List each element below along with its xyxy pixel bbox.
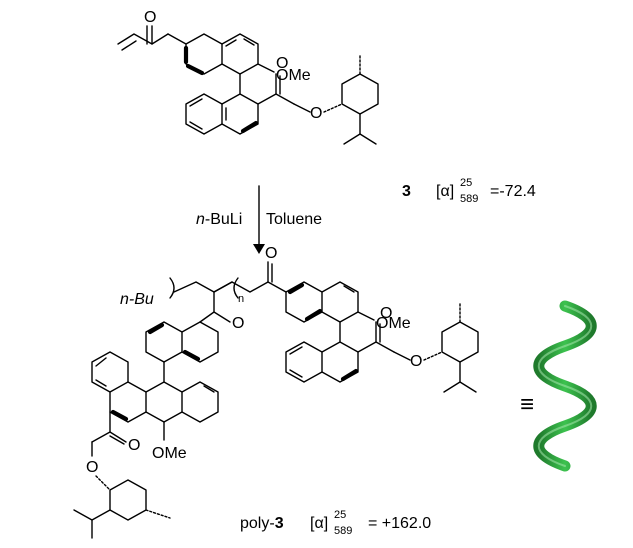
polymer-label: poly-3 [α] 25 589 = +162.0 [240,509,431,537]
ester-oxygen-label-right: O [380,305,392,322]
repeat-unit-subscript: n [238,293,244,305]
methoxy-label-polymer-right: OMe [376,315,411,332]
helix-graphic [533,300,597,472]
ester-bridge-oxygen-label: O [310,105,322,122]
equivalence-symbol: ≡ [520,391,534,418]
reagent-prefix: n [196,211,205,228]
ester-bridge-oxygen-left: O [86,459,98,476]
ester-oxygen-label-left: O [128,437,140,454]
carbonyl-oxygen-label: O [144,9,156,26]
monomer-rotation-wavelength: 589 [460,193,478,205]
polymer-name: poly-3 [240,515,284,532]
polymer-prefix: poly- [240,515,275,532]
reaction-arrow [253,185,265,254]
reaction-conditions: n-BuLi [196,211,242,228]
main-ketone-oxygen-label: O [265,245,277,262]
polymer-rotation-value: = +162.0 [368,515,431,532]
monomer-rotation-temperature: 25 [460,177,472,189]
monomer-rotation-value: =-72.4 [490,183,536,200]
polymer-number: 3 [275,515,284,532]
methoxy-label-polymer-left: OMe [152,445,187,462]
polymer-rotation-temperature: 25 [334,509,346,521]
polymer-rotation-wavelength: 589 [334,525,352,537]
monomer-optical-rotation: [α] 25 589 =-72.4 [436,177,536,205]
monomer-compound-number: 3 [402,183,411,200]
monomer-structure: O OMe O O [117,9,379,145]
polymer-structure: n-Bu n O O OMe O O [73,245,479,539]
ester-oxygen-label: O [276,55,288,72]
sidechain-oxygen-label: O [232,315,244,332]
polymer-end-group: n-Bu [120,291,154,308]
polymer-rotation-bracket: [α] [310,515,328,532]
reaction-solvent: Toluene [266,211,322,228]
ester-bridge-oxygen-right: O [410,353,422,370]
methoxy-label-monomer: OMe [276,67,311,84]
reagent-name: -BuLi [205,211,242,228]
monomer-rotation-bracket: [α] [436,183,454,200]
